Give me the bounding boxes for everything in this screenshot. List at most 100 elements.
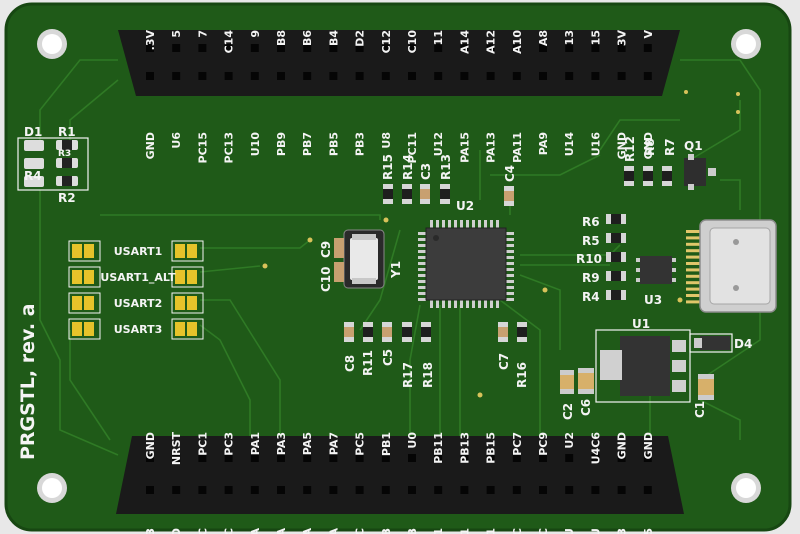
smd-passive <box>504 186 514 206</box>
top-header-pin <box>146 72 154 80</box>
bottom-header-bottom-label: PC <box>511 528 524 534</box>
designator-r5: R5 <box>582 234 600 248</box>
bottom-header-bottom-label: PA <box>301 528 314 534</box>
bottom-header-bottom-label: PC <box>354 528 367 534</box>
board-title: PRGSTL, rev. a <box>17 304 39 460</box>
power-capacitors: C2 C6 C1 <box>560 368 714 420</box>
top-header-bottom-label: PB7 <box>301 132 314 156</box>
smd-passive <box>498 322 508 342</box>
bottom-header-pin <box>617 486 626 494</box>
bottom-header-pin <box>146 454 154 462</box>
top-header-bottom-label: PC11 <box>406 132 419 163</box>
regulator-u1: U1 <box>595 317 691 403</box>
designator-r15: R15 <box>381 154 395 180</box>
bottom-header-bottom-label: U <box>563 528 576 534</box>
bottom-header-top-label: PA1 <box>249 432 262 455</box>
jumper-usart2[interactable]: USART2 <box>68 292 204 314</box>
designator-r9: R9 <box>582 271 600 285</box>
top-header-pin <box>381 44 390 52</box>
top-header-pin <box>486 72 495 80</box>
top-header-top-label: 5 <box>170 30 183 38</box>
bottom-header-top-label: PC5 <box>354 432 367 456</box>
ic-u3 <box>636 256 676 284</box>
designator-y1: Y1 <box>389 261 403 279</box>
bottom-header-top-label: U4C6 <box>589 432 602 465</box>
jumper-usart1[interactable]: USART1 <box>68 240 204 262</box>
top-header-bottom-label: PA11 <box>511 132 524 163</box>
transistor-q1 <box>684 154 716 190</box>
top-header-bottom-label: PA15 <box>458 132 471 163</box>
smd-passive <box>402 184 412 204</box>
designator-r12: R12 <box>623 136 637 162</box>
mounting-hole-top-left <box>37 29 67 59</box>
top-header-pin <box>512 44 521 52</box>
designator-r18: R18 <box>421 362 435 388</box>
smd-passive <box>662 166 672 186</box>
bottom-header-pin <box>355 486 364 494</box>
bottom-header-pin <box>303 486 312 494</box>
designator-d4: D4 <box>734 337 752 351</box>
top-header-bottom-label: GND <box>642 132 655 159</box>
top-header-top-label: 13 <box>563 30 576 45</box>
designator-u2: U2 <box>456 199 474 213</box>
traces <box>39 59 761 456</box>
top-header-top-label: C12 <box>380 30 393 53</box>
top-header-pin <box>250 44 259 52</box>
jumper-usart3[interactable]: USART3 <box>68 318 204 340</box>
jumper-usart1-alt[interactable]: USART1_ALT <box>68 266 204 288</box>
top-header-top-label: .3V <box>144 30 157 51</box>
smd-passive <box>383 184 393 204</box>
top-header-top-label: A12 <box>485 30 498 54</box>
top-header-pin <box>591 72 600 80</box>
smd-passive <box>606 233 626 243</box>
bottom-header-top-label: PA3 <box>275 432 288 455</box>
designator-r14: R14 <box>401 154 415 180</box>
transistor-area-passives <box>624 166 672 186</box>
bottom-header-pin <box>565 454 574 462</box>
top-header-pin <box>408 72 416 80</box>
bottom-header-bottom-label: PB <box>406 528 419 534</box>
designator-r6: R6 <box>582 215 600 229</box>
designator-r3: R3 <box>58 149 71 159</box>
smd-passive <box>517 322 527 342</box>
top-header-top-label: C10 <box>406 30 419 54</box>
bottom-header-bottom-label: PB1 <box>485 528 498 534</box>
top-header-top-label: A10 <box>511 30 524 54</box>
mcu-u2: U2 <box>418 199 514 308</box>
designator-c8: C8 <box>343 355 357 372</box>
smd-passive <box>382 322 392 342</box>
mounting-hole-bottom-left <box>37 473 67 503</box>
bottom-header-top-label: GND <box>642 432 655 459</box>
mounting-hole-top-right <box>731 29 761 59</box>
crystal-area: Y1 C9 C10 <box>319 229 403 292</box>
top-header-bottom-label: GND <box>144 132 157 159</box>
bottom-header-pin <box>250 486 259 494</box>
designator-r11: R11 <box>361 350 375 376</box>
bottom-header-bottom-label: 5 <box>642 528 655 534</box>
top-header-pin <box>381 72 390 80</box>
top-header-top-label: 7 <box>196 30 209 38</box>
bottom-header-pins <box>146 454 652 494</box>
bottom-header-pin <box>224 486 233 494</box>
bottom-header-top-label: PC3 <box>223 432 236 456</box>
designator-r17: R17 <box>401 362 415 388</box>
top-header-pin <box>146 44 154 52</box>
top-header-pin <box>277 44 285 52</box>
top-header-pin <box>329 72 338 80</box>
bottom-header-bottom-label: U <box>589 528 602 534</box>
designator-c3: C3 <box>419 163 433 180</box>
usb-c-connector[interactable] <box>686 219 777 313</box>
bottom-header-top-label: PB1 <box>380 432 393 456</box>
top-header-top-label: A14 <box>458 30 471 54</box>
bottom-header-top-label: PB13 <box>458 432 471 464</box>
bottom-header-pin <box>303 454 312 462</box>
bottom-header-pin <box>617 454 626 462</box>
designator-c1: C1 <box>693 401 707 418</box>
top-header-top-label: 3V <box>616 30 629 47</box>
bottom-header-pin <box>250 454 259 462</box>
jumper-label: USART3 <box>114 323 163 336</box>
bottom-header-pin <box>355 454 364 462</box>
bottom-header-bottom-label: PC <box>196 528 209 534</box>
